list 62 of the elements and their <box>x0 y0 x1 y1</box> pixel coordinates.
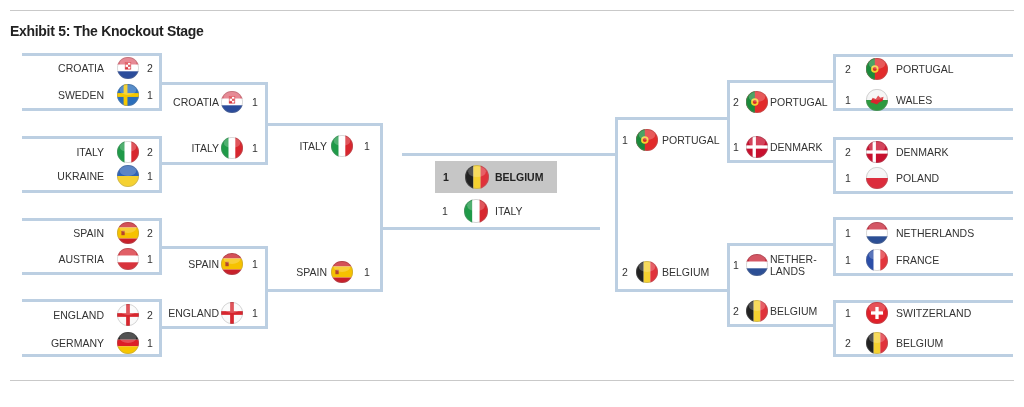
title: Exhibit 5: The Knockout Stage <box>10 23 204 39</box>
team-name: BELGIUM <box>662 266 710 278</box>
team-name: AUSTRIA <box>58 253 104 265</box>
score: 2 <box>845 337 851 349</box>
team-name: NETHERLANDS <box>896 227 975 239</box>
score: 2 <box>147 62 153 74</box>
team-name: GERMANY <box>50 337 104 349</box>
team-name: BELGIUM <box>770 305 818 317</box>
team-name: CROATIA <box>58 62 104 74</box>
score: 1 <box>845 307 851 319</box>
score: 1 <box>845 94 851 106</box>
team-name: POLAND <box>896 172 940 184</box>
team-name: NETHER- LANDS <box>770 253 818 277</box>
score: 1 <box>252 96 258 108</box>
team-name: SWITZERLAND <box>896 307 972 319</box>
highlight-box <box>435 161 557 193</box>
score: 1 <box>147 253 153 265</box>
score: 1 <box>147 337 153 349</box>
score: 1 <box>442 205 448 217</box>
team-name: PORTUGAL <box>662 134 720 146</box>
score: 1 <box>252 258 258 270</box>
team-name: ENGLAND <box>168 307 219 319</box>
team-name: ITALY <box>191 142 219 154</box>
team-name: ENGLAND <box>53 309 104 321</box>
team-name: ITALY <box>495 205 523 217</box>
team-name: SPAIN <box>73 227 104 239</box>
team-name: ITALY <box>299 140 327 152</box>
score: 2 <box>733 305 739 317</box>
team-name: CROATIA <box>173 96 219 108</box>
score: 1 <box>733 259 739 271</box>
score: 2 <box>733 96 739 108</box>
team-name: DENMARK <box>896 146 949 158</box>
team-name: BELGIUM <box>495 171 544 183</box>
score: 2 <box>845 63 851 75</box>
team-name: BELGIUM <box>896 337 944 349</box>
score: 1 <box>252 307 258 319</box>
team-name: FRANCE <box>896 254 940 266</box>
score: 1 <box>147 89 153 101</box>
score: 1 <box>252 142 258 154</box>
score: 1 <box>364 266 370 278</box>
team-name: PORTUGAL <box>770 96 828 108</box>
score: 1 <box>622 134 628 146</box>
score: 2 <box>845 146 851 158</box>
team-name: SPAIN <box>188 258 219 270</box>
score: 2 <box>622 266 628 278</box>
team-name: ITALY <box>76 146 104 158</box>
team-name: PORTUGAL <box>896 63 954 75</box>
team-name: WALES <box>896 94 933 106</box>
score: 1 <box>845 254 851 266</box>
team-name: SWEDEN <box>57 89 104 101</box>
score: 2 <box>147 227 153 239</box>
score: 1 <box>845 172 851 184</box>
score: 2 <box>147 146 153 158</box>
score: 2 <box>147 309 153 321</box>
score: 1 <box>733 141 739 153</box>
score: 1 <box>364 140 370 152</box>
team-name: UKRAINE <box>57 170 104 182</box>
team-name: SPAIN <box>296 266 327 278</box>
team-name: DENMARK <box>770 141 823 153</box>
score: 1 <box>147 170 153 182</box>
score: 1 <box>443 171 449 183</box>
score: 1 <box>845 227 851 239</box>
